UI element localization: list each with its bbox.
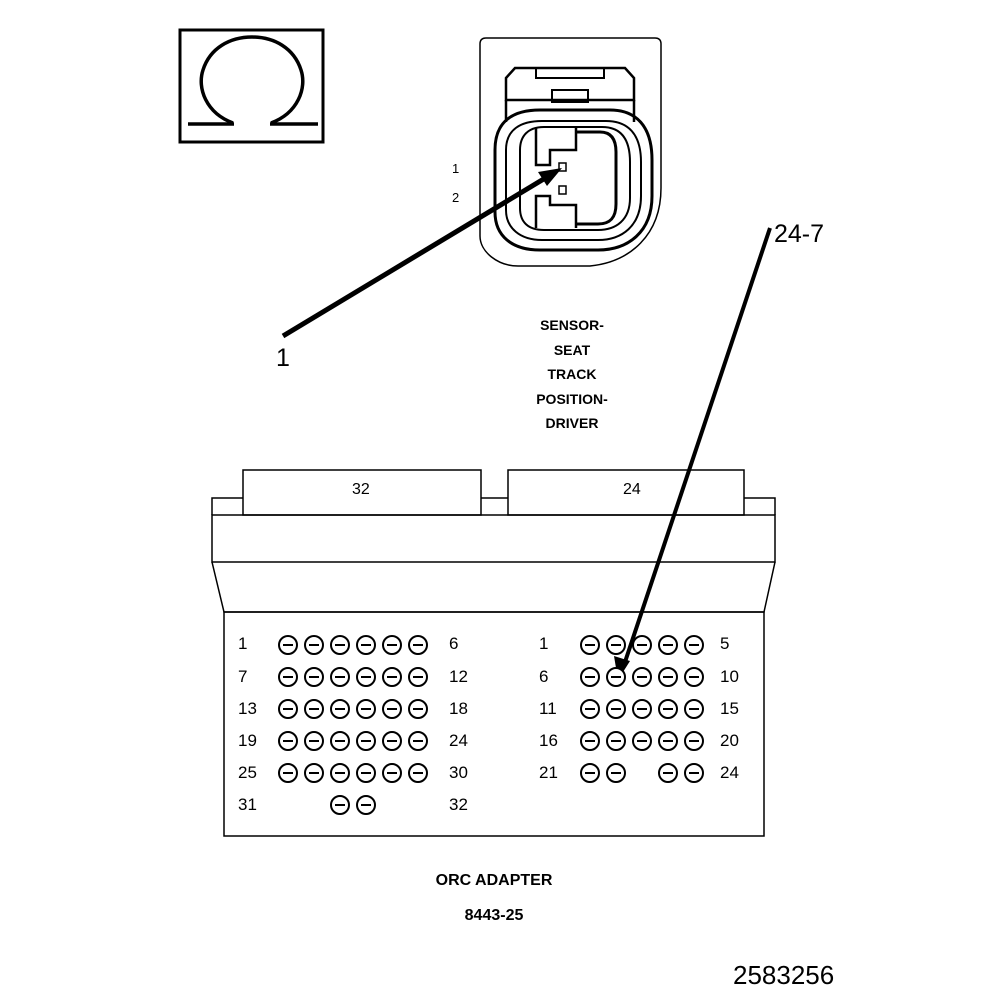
adapter-pin-hole: [304, 667, 324, 687]
adapter-pin-hole: [356, 699, 376, 719]
callout-arrow-1: [281, 168, 562, 339]
adapter-pin-hole: [304, 763, 324, 783]
adapter-pin-hole: [632, 635, 652, 655]
sensor-title-line: DRIVER: [545, 415, 599, 431]
adapter-pin-hole: [278, 763, 298, 783]
adapter-pin-hole: [330, 699, 350, 719]
sensor-title-line: POSITION-: [536, 390, 608, 407]
sensor-title: SENSOR- SEAT TRACK POSITION- DRIVER: [520, 313, 624, 436]
adapter-pin-hole: [632, 667, 652, 687]
adapter-pin-hole: [658, 763, 678, 783]
adapter-pin-hole: [330, 667, 350, 687]
adapter-pin-hole: [658, 699, 678, 719]
adapter-pin-hole: [408, 667, 428, 687]
adapter-pin-hole: [304, 731, 324, 751]
orc-adapter-body: [211, 469, 776, 837]
adapter-pin-hole: [632, 699, 652, 719]
adapter-pin-hole: [684, 763, 704, 783]
right-row-end-label: 24: [720, 763, 739, 782]
right-row-end-label: 20: [720, 731, 739, 750]
right-row-start-label: 16: [539, 731, 558, 750]
adapter-pin-hole: [382, 635, 402, 655]
figure-number: 2583256: [733, 960, 835, 990]
adapter-pin-hole: [356, 635, 376, 655]
adapter-pin-hole: [606, 635, 626, 655]
left-row-end-label: 32: [449, 795, 468, 814]
sensor-title-line: SENSOR-: [540, 317, 604, 333]
adapter-pin-hole: [658, 731, 678, 751]
adapter-pin-hole: [408, 763, 428, 783]
left-row-end-label: 24: [449, 731, 468, 750]
adapter-pin-hole: [408, 699, 428, 719]
sensor-connector: [479, 37, 662, 267]
right-row-end-label: 5: [720, 634, 730, 653]
sensor-pin-2-label: 2: [452, 190, 460, 205]
pin-hole-field: [278, 635, 704, 815]
left-row-start-label: 7: [238, 667, 248, 686]
adapter-pin-hole: [684, 699, 704, 719]
right-row-start-label: 1: [539, 634, 549, 653]
adapter-pin-hole: [304, 699, 324, 719]
adapter-pin-hole: [684, 731, 704, 751]
right-row-start-label: 6: [539, 667, 549, 686]
right-row-end-label: 10: [720, 667, 739, 686]
adapter-pin-hole: [382, 699, 402, 719]
connector-tab-32-label: 32: [352, 481, 370, 498]
adapter-pin-hole: [278, 731, 298, 751]
adapter-pin-hole: [330, 763, 350, 783]
adapter-pin-hole: [684, 635, 704, 655]
right-row-end-label: 15: [720, 699, 739, 718]
sensor-pin-1-label: 1: [452, 161, 460, 176]
left-row-end-label: 18: [449, 699, 468, 718]
left-row-start-label: 31: [238, 795, 257, 814]
adapter-pin-hole: [606, 667, 626, 687]
adapter-pin-hole: [330, 635, 350, 655]
adapter-pin-hole: [356, 731, 376, 751]
adapter-part-number: 8443-25: [464, 907, 524, 924]
adapter-pin-hole: [580, 731, 600, 751]
adapter-pin-hole: [278, 699, 298, 719]
adapter-pin-hole: [408, 731, 428, 751]
right-row-start-label: 11: [539, 699, 557, 718]
sensor-title-line: TRACK: [547, 366, 597, 382]
adapter-pin-hole: [580, 763, 600, 783]
left-row-end-label: 30: [449, 763, 468, 782]
adapter-pin-hole: [632, 731, 652, 751]
callout-label-24-7: 24-7: [774, 220, 825, 248]
adapter-pin-hole: [580, 635, 600, 655]
adapter-pin-hole: [580, 667, 600, 687]
left-row-end-label: 12: [449, 667, 468, 686]
ohm-icon: [178, 28, 325, 144]
adapter-pin-hole: [658, 667, 678, 687]
adapter-pin-hole: [278, 667, 298, 687]
adapter-pin-hole: [658, 635, 678, 655]
adapter-pin-hole: [684, 667, 704, 687]
adapter-pin-hole: [330, 731, 350, 751]
adapter-pin-hole: [356, 763, 376, 783]
adapter-name: ORC ADAPTER: [435, 872, 553, 889]
right-row-start-label: 21: [539, 763, 558, 782]
adapter-pin-hole: [408, 635, 428, 655]
adapter-pin-hole: [304, 635, 324, 655]
sensor-title-line: SEAT: [553, 341, 591, 358]
connector-tab-24-label: 24: [623, 481, 641, 498]
left-row-start-label: 1: [238, 634, 248, 653]
adapter-pin-hole: [356, 667, 376, 687]
adapter-pin-hole: [606, 731, 626, 751]
adapter-pin-hole: [580, 699, 600, 719]
adapter-pin-hole: [382, 667, 402, 687]
left-row-start-label: 13: [238, 699, 257, 718]
adapter-pin-hole: [606, 699, 626, 719]
adapter-pin-hole: [330, 795, 350, 815]
left-row-end-label: 6: [449, 634, 459, 653]
adapter-pin-hole: [278, 635, 298, 655]
adapter-pin-hole: [356, 795, 376, 815]
adapter-pin-hole: [606, 763, 626, 783]
left-row-start-label: 19: [238, 731, 257, 750]
adapter-pin-hole: [382, 731, 402, 751]
adapter-pin-hole: [382, 763, 402, 783]
callout-label-1: 1: [276, 344, 290, 372]
left-row-start-label: 25: [238, 763, 257, 782]
